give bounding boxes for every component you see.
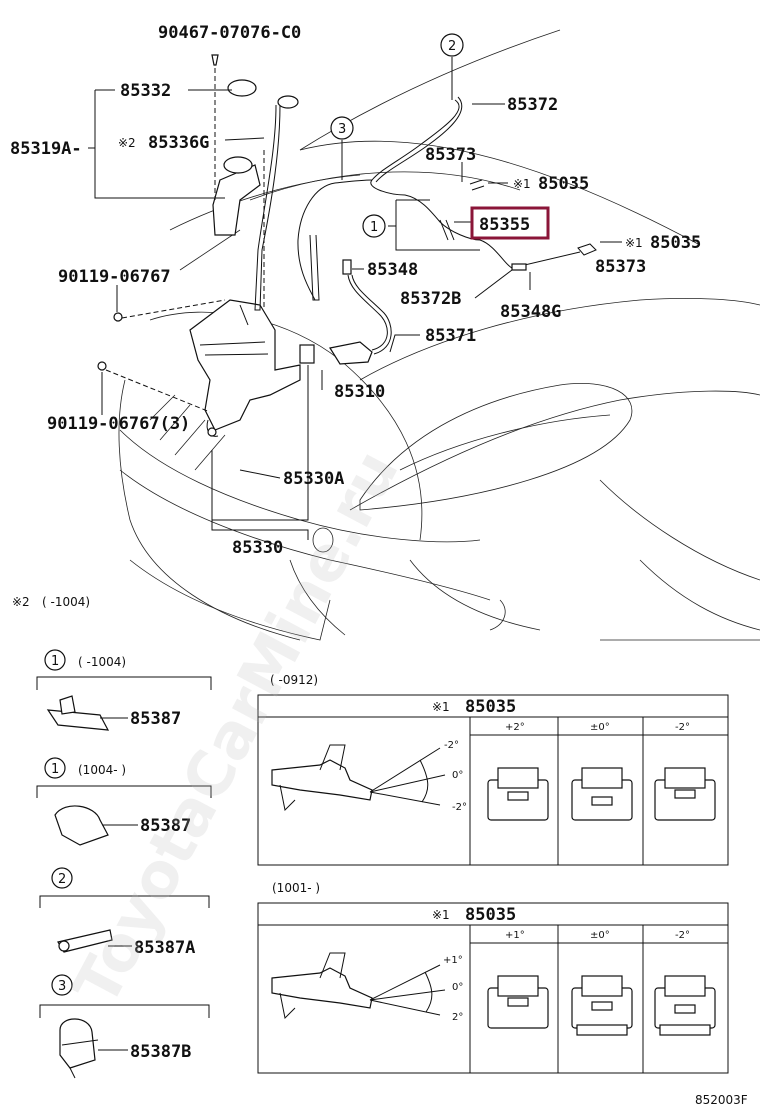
table1-mark: ※1 (432, 700, 450, 714)
table2-angle2: 0° (452, 982, 463, 993)
mark-85035a: ※1 (513, 177, 531, 191)
label-85035b: 85035 (650, 233, 701, 253)
table1-angle2: 0° (452, 770, 463, 781)
label-85371: 85371 (425, 326, 476, 346)
label-85035a: 85035 (538, 174, 589, 194)
table1-angle3: -2° (452, 802, 467, 813)
nozzle-table-1: ( -0912) ※1 85035 +2° ±0° -2° -2° 0° -2° (257, 673, 729, 866)
part-labels: 90467-07076-C0 85332 85319A- ※2 85336G 9… (10, 23, 701, 558)
table1-col3: -2° (675, 722, 690, 733)
label-85373b: 85373 (595, 257, 646, 277)
label-85330: 85330 (232, 538, 283, 558)
label-85355: 85355 (479, 215, 530, 235)
callout-2: 2 (448, 39, 456, 54)
clip2-circle: 1 (51, 762, 59, 777)
clip2-part: 85387 (140, 816, 191, 836)
table1-angle1: -2° (444, 740, 459, 751)
clip-legend: 1 ( -1004) 85387 1 (1004- ) 85387 2 8538… (36, 649, 212, 1079)
table2-nozzle-heads (487, 975, 716, 1036)
hose-assembly (297, 96, 597, 365)
label-85372: 85372 (507, 95, 558, 115)
table2-angle1: +1° (443, 955, 463, 966)
figure-code: 852003F (695, 1093, 748, 1107)
callout-3: 3 (338, 122, 346, 137)
leader-lines (88, 57, 622, 540)
callout-1: 1 (370, 220, 378, 235)
clip3-part: 85387A (134, 938, 195, 958)
label-85332: 85332 (120, 81, 171, 101)
table1-col1: +2° (505, 722, 525, 733)
label-85330A: 85330A (283, 469, 344, 489)
table2-angle3: 2° (452, 1012, 463, 1023)
table1-col2: ±0° (590, 722, 610, 733)
label-85310: 85310 (334, 382, 385, 402)
clip1-range: ( -1004) (78, 655, 126, 669)
footnote-range: ( -1004) (42, 595, 90, 609)
label-90119a: 90119-06767 (58, 267, 171, 287)
mark-85035b: ※1 (625, 236, 643, 250)
label-90119b: 90119-06767(3) (47, 414, 190, 434)
table1-nozzle-heads (487, 767, 716, 821)
table1-range: ( -0912) (270, 673, 318, 687)
callout-markers (330, 33, 464, 238)
footnote-mark: ※2 (12, 595, 30, 609)
table2-mark: ※1 (432, 908, 450, 922)
table2-col1: +1° (505, 930, 525, 941)
table1-part: 85035 (465, 697, 516, 717)
mark-85336G: ※2 (118, 136, 136, 150)
washer-tank (97, 54, 315, 437)
label-85348G: 85348G (500, 302, 561, 322)
clip4-part: 85387B (130, 1042, 191, 1062)
clip4-circle: 3 (58, 979, 66, 994)
watermark: ToyotaCarMine.ru (59, 438, 413, 1017)
table2-range: (1001- ) (272, 881, 320, 895)
label-85336G: 85336G (148, 133, 209, 153)
highlight-box-85355 (470, 206, 550, 240)
clip2-range: (1004- ) (78, 763, 126, 777)
table2-col3: -2° (675, 930, 690, 941)
label-85372B: 85372B (400, 289, 461, 309)
clip1-part: 85387 (130, 709, 181, 729)
label-90467: 90467-07076-C0 (158, 23, 301, 43)
clip1-circle: 1 (51, 654, 59, 669)
nozzle-table-2: (1001- ) ※1 85035 +1° ±0° -2° +1° 0° 2° (257, 881, 729, 1074)
table2-col2: ±0° (590, 930, 610, 941)
table2-part: 85035 (465, 905, 516, 925)
label-85373a: 85373 (425, 145, 476, 165)
clip3-circle: 2 (58, 872, 66, 887)
label-85319A: 85319A- (10, 139, 82, 159)
label-85348: 85348 (367, 260, 418, 280)
